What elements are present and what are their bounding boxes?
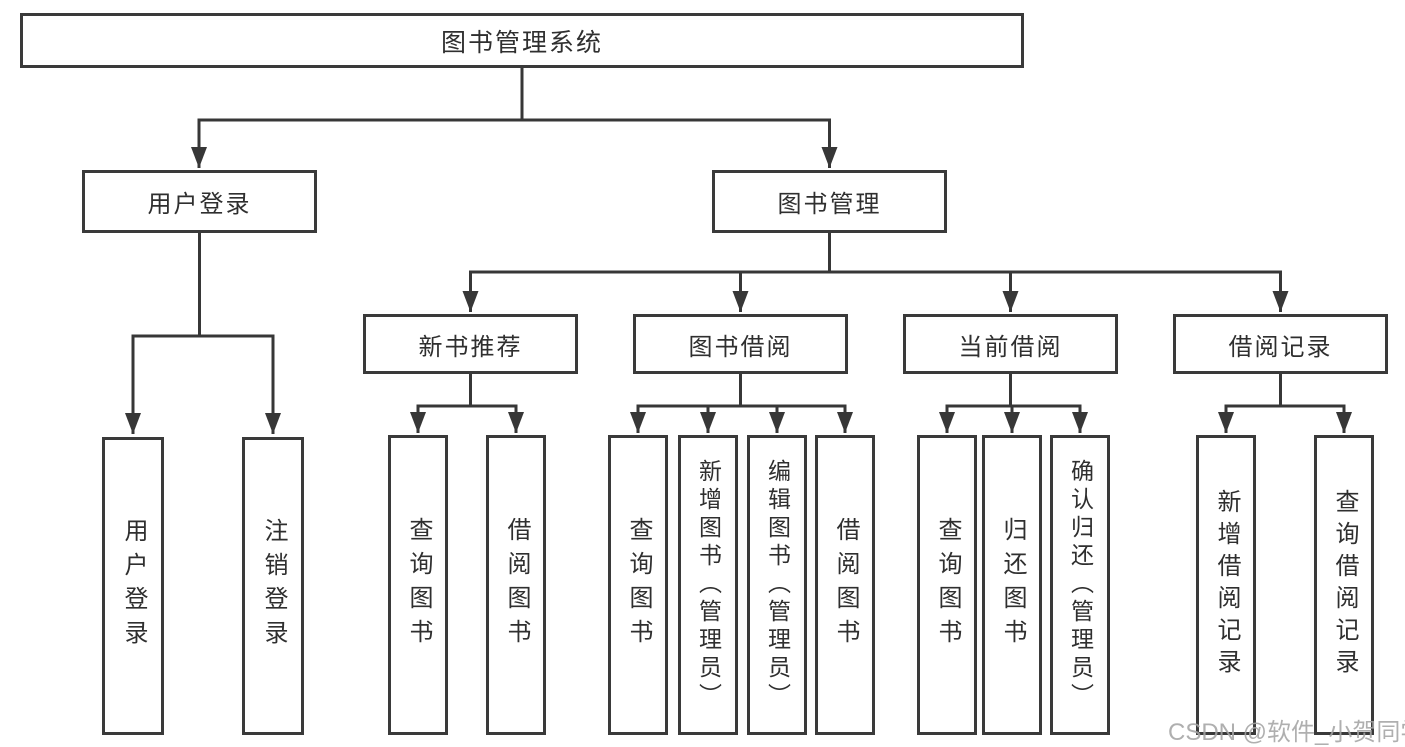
node-new-book-recommend: 新书推荐 xyxy=(363,314,578,374)
connector-root xyxy=(191,67,838,168)
leaf-borrow-books: 借阅图书 xyxy=(815,435,875,735)
node-user-login: 用户登录 xyxy=(82,170,317,233)
node-borrowing-records: 借阅记录 xyxy=(1173,314,1388,374)
leaf-query-books-recommend: 查询图书 xyxy=(388,435,448,735)
node-book-management: 图书管理 xyxy=(712,170,947,233)
connector-book-borrowing xyxy=(630,374,853,433)
node-book-borrowing: 图书借阅 xyxy=(633,314,848,374)
connector-user-login xyxy=(125,233,281,434)
leaf-borrow-books-recommend: 借阅图书 xyxy=(486,435,546,735)
leaf-return-books: 归还图书 xyxy=(982,435,1042,735)
node-current-borrowing: 当前借阅 xyxy=(903,314,1118,374)
leaf-query-books-current: 查询图书 xyxy=(917,435,977,735)
connector-borrowing-records xyxy=(1218,374,1352,433)
leaf-add-borrow-record: 新增借阅记录 xyxy=(1196,435,1256,735)
leaf-user-login: 用户登录 xyxy=(102,437,164,735)
leaf-add-books-admin: 新增图书（管理员） xyxy=(678,435,738,735)
connector-current-borrowing xyxy=(939,374,1088,433)
leaf-confirm-return-admin: 确认归还（管理员） xyxy=(1050,435,1110,735)
node-library-system: 图书管理系统 xyxy=(20,13,1024,68)
leaf-edit-books-admin: 编辑图书（管理员） xyxy=(747,435,807,735)
connector-new-book-recommend xyxy=(410,374,524,433)
leaf-query-borrow-record: 查询借阅记录 xyxy=(1314,435,1374,735)
leaf-logout: 注销登录 xyxy=(242,437,304,735)
connector-book-management xyxy=(462,233,1289,312)
leaf-query-books-borrow: 查询图书 xyxy=(608,435,668,735)
watermark: CSDN @软件_小贺同学 xyxy=(1168,719,1405,746)
